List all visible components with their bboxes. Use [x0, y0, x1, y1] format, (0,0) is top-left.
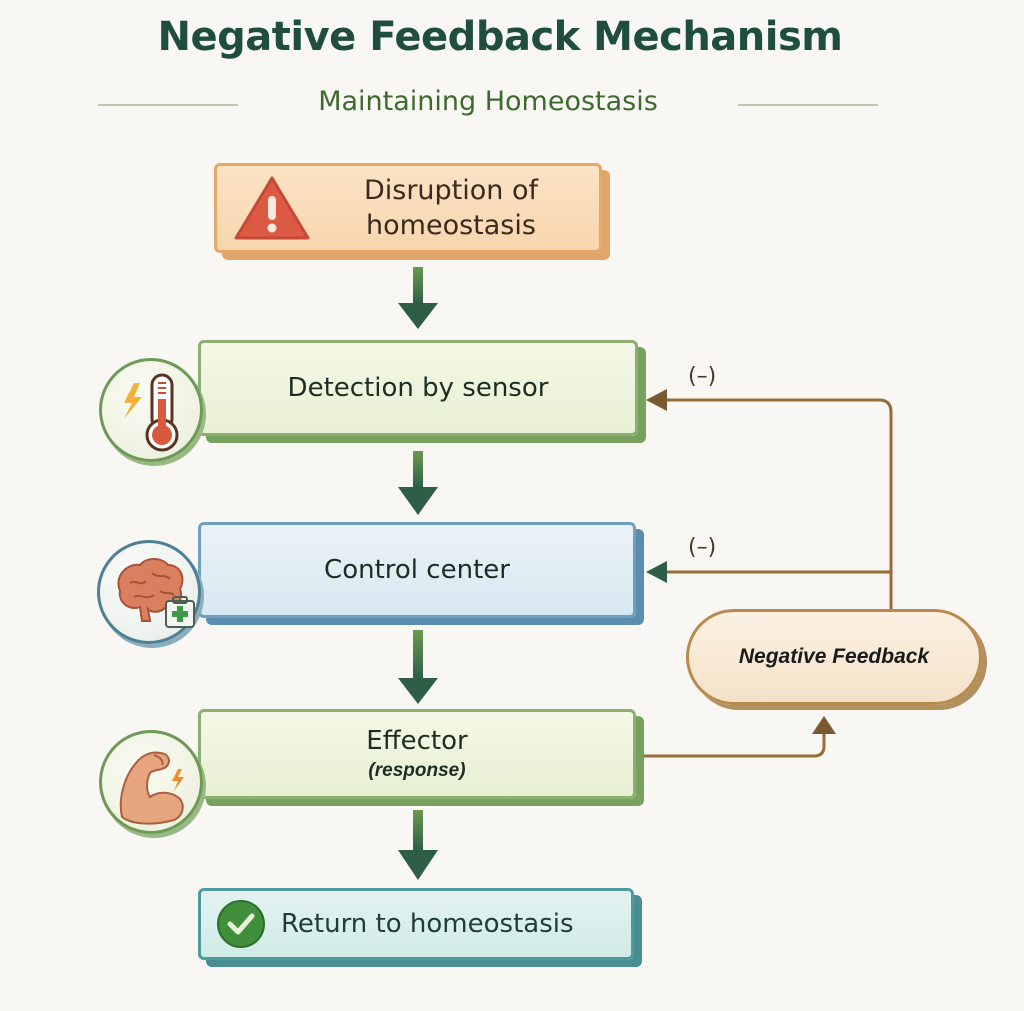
negative-feedback-label: Negative Feedback: [738, 645, 930, 668]
subtitle-rule-left: [98, 104, 238, 106]
step-effector-label: Effector: [366, 726, 468, 756]
inhibit-label-sensor: (–): [688, 364, 717, 389]
effector-to-feedback-line: [644, 733, 826, 758]
feedback-arrowhead-control: [646, 561, 667, 583]
inhibit-label-control: (–): [688, 535, 717, 560]
step-return: Return to homeostasis: [198, 888, 634, 960]
flow-arrow-1: [398, 267, 438, 329]
negative-feedback-node: Negative Feedback: [686, 609, 982, 705]
subtitle-rule-right: [738, 104, 878, 106]
step-sensor: Detection by sensor: [198, 340, 638, 436]
feedback-arrowhead-up: [812, 716, 836, 734]
control-icon-badge: [97, 540, 201, 644]
effector-icon-badge: [99, 730, 203, 834]
checkmark-icon: [217, 900, 265, 948]
step-disruption: Disruption of homeostasis: [214, 163, 602, 253]
feedback-line-to-sensor: [664, 398, 893, 610]
step-sensor-label: Detection by sensor: [287, 373, 549, 403]
step-return-label: Return to homeostasis: [281, 909, 574, 939]
step-effector: Effector (response): [198, 709, 636, 799]
warning-triangle-icon: [234, 176, 310, 240]
step-disruption-line1: Disruption of: [363, 174, 539, 206]
step-control-label: Control center: [324, 555, 510, 585]
step-effector-sublabel: (response): [368, 760, 466, 781]
diagram-title: Negative Feedback Mechanism: [157, 14, 843, 60]
flow-arrow-4: [398, 810, 438, 880]
thermometer-icon: [124, 373, 179, 452]
diagram-subtitle: Maintaining Homeostasis: [318, 86, 658, 117]
brain-icon: [117, 558, 195, 628]
flexed-arm-icon: [119, 751, 184, 825]
feedback-arrowhead-sensor: [646, 389, 667, 411]
step-control-center: Control center: [198, 522, 636, 618]
flow-arrow-3: [398, 630, 438, 704]
step-disruption-line2: homeostasis: [366, 210, 536, 241]
flow-arrow-2: [398, 451, 438, 515]
sensor-icon-badge: [99, 358, 203, 462]
